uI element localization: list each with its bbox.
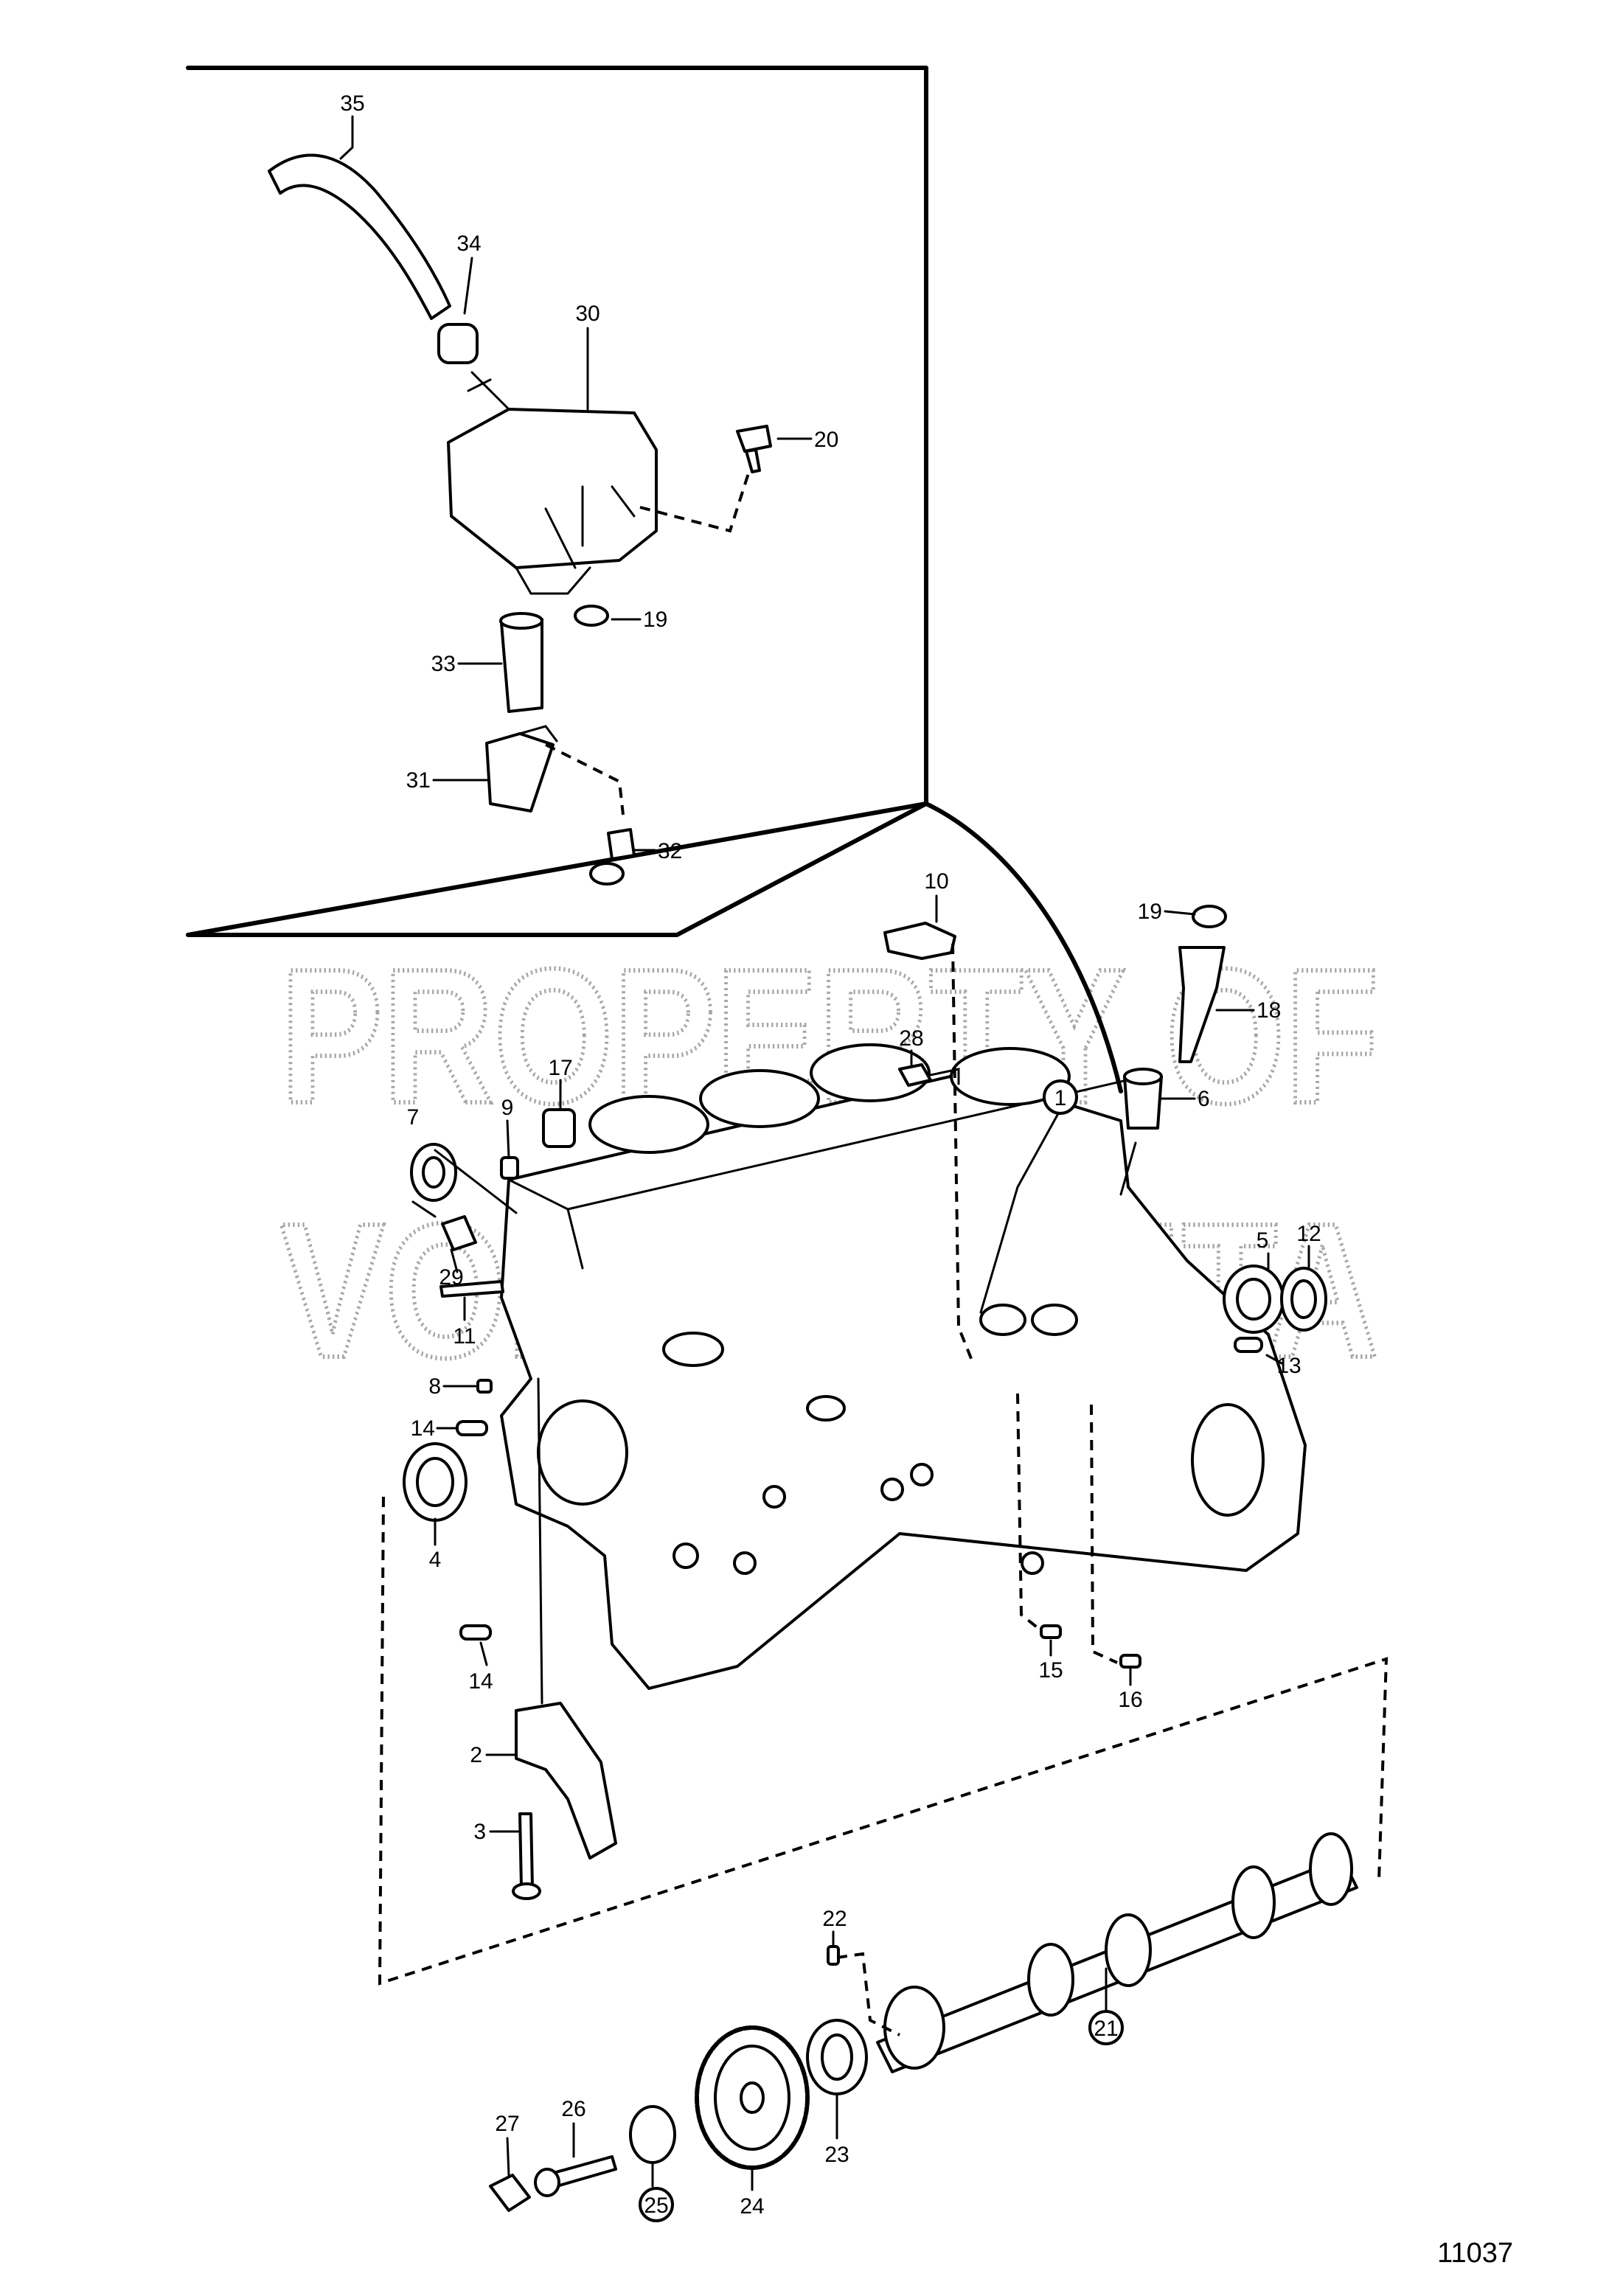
washer-25 [629, 2105, 676, 2164]
callout-circle-21 [1088, 2010, 1124, 2045]
callout-circle-25 [639, 2187, 674, 2222]
callout-8: 8 [428, 1374, 441, 1399]
inset-parts [268, 153, 772, 886]
tube-33 [500, 618, 543, 713]
nut-27 [489, 2174, 531, 2212]
callout-2: 2 [470, 1743, 482, 1767]
callout-22: 22 [822, 1907, 847, 1931]
callout-3: 3 [473, 1820, 486, 1844]
callout-11: 11 [453, 1324, 476, 1349]
dowel-17 [542, 1108, 576, 1148]
callout-12: 12 [1296, 1222, 1321, 1246]
distributor-drive-18 [1178, 946, 1226, 1063]
callout-24: 24 [740, 2194, 764, 2219]
plug-8 [476, 1379, 493, 1394]
callout-31: 31 [406, 768, 431, 793]
screw-32 [607, 828, 636, 860]
callout-13: 13 [1276, 1354, 1301, 1378]
cylinder-bore-2 [699, 1069, 820, 1128]
bolt-3 [518, 1812, 534, 1889]
callout-14-lower: 14 [468, 1669, 493, 1694]
callout-5: 5 [1257, 1228, 1269, 1253]
plug-9 [500, 1156, 519, 1180]
callout-18: 18 [1257, 998, 1281, 1023]
callout-26: 26 [561, 2097, 585, 2121]
pin-16 [1119, 1654, 1141, 1669]
o-ring-19 [574, 605, 609, 627]
oil-trap-30 [447, 408, 658, 569]
callout-17: 17 [548, 1056, 572, 1080]
callout-25: 25 [644, 2194, 668, 2218]
callout-circle-1 [1043, 1079, 1078, 1115]
cylinder-bore-3 [810, 1043, 931, 1102]
callout-28: 28 [899, 1026, 923, 1051]
key-22 [827, 1945, 840, 1966]
camshaft-assembly [489, 1832, 1358, 2212]
pin-15 [1040, 1624, 1062, 1639]
callout-30: 30 [575, 302, 599, 326]
callout-19-block: 19 [1138, 900, 1162, 924]
callout-7: 7 [407, 1105, 420, 1130]
callout-19-inset: 19 [643, 608, 667, 632]
plug-28 [898, 1063, 932, 1087]
callout-1: 1 [1054, 1086, 1067, 1110]
callout-23: 23 [824, 2143, 849, 2167]
callout-21: 21 [1094, 2017, 1118, 2041]
drawing-number: 11037 [1437, 2238, 1513, 2269]
cylinder-block [500, 1043, 1307, 1690]
callout-labels: 35 34 30 20 19 33 31 32 10 19 18 6 1 28 … [340, 91, 1321, 2219]
pin-13 [1234, 1337, 1263, 1353]
bearing-cap-2 [515, 1702, 617, 1860]
assembly-guide-line [378, 1496, 1389, 1986]
stud-11 [439, 1280, 504, 1298]
callout-6: 6 [1198, 1087, 1210, 1111]
callout-15: 15 [1038, 1658, 1063, 1683]
camshaft-bore [1191, 1403, 1265, 1517]
o-ring-19b [1192, 905, 1227, 928]
callout-35: 35 [340, 91, 364, 116]
block-small-parts [403, 905, 1327, 1900]
callout-32: 32 [658, 839, 682, 863]
plug-29 [441, 1215, 477, 1251]
sender-10 [883, 922, 956, 960]
callout-27: 27 [495, 2112, 519, 2136]
pin-14b [459, 1624, 492, 1641]
hose-35 [268, 153, 451, 320]
callout-16: 16 [1118, 1688, 1142, 1712]
front-bearing-seat [537, 1399, 628, 1506]
cylinder-bore-1 [588, 1095, 709, 1154]
screw-20 [736, 425, 772, 453]
callout-9: 9 [501, 1096, 514, 1120]
bracket-31 [485, 732, 555, 813]
cylinder-bore-4 [950, 1047, 1071, 1106]
clamp-34 [437, 323, 479, 364]
callout-10: 10 [924, 869, 948, 894]
pin-14a [456, 1420, 488, 1436]
inset-frame [186, 66, 1123, 1093]
callout-34: 34 [456, 232, 481, 256]
leader-lines [339, 115, 1310, 2191]
callout-14-upper: 14 [411, 1416, 435, 1441]
callout-29: 29 [439, 1265, 463, 1290]
callout-33: 33 [431, 652, 456, 676]
callout-4: 4 [429, 1548, 442, 1572]
callout-20: 20 [814, 428, 838, 452]
block-outline [500, 1071, 1307, 1690]
